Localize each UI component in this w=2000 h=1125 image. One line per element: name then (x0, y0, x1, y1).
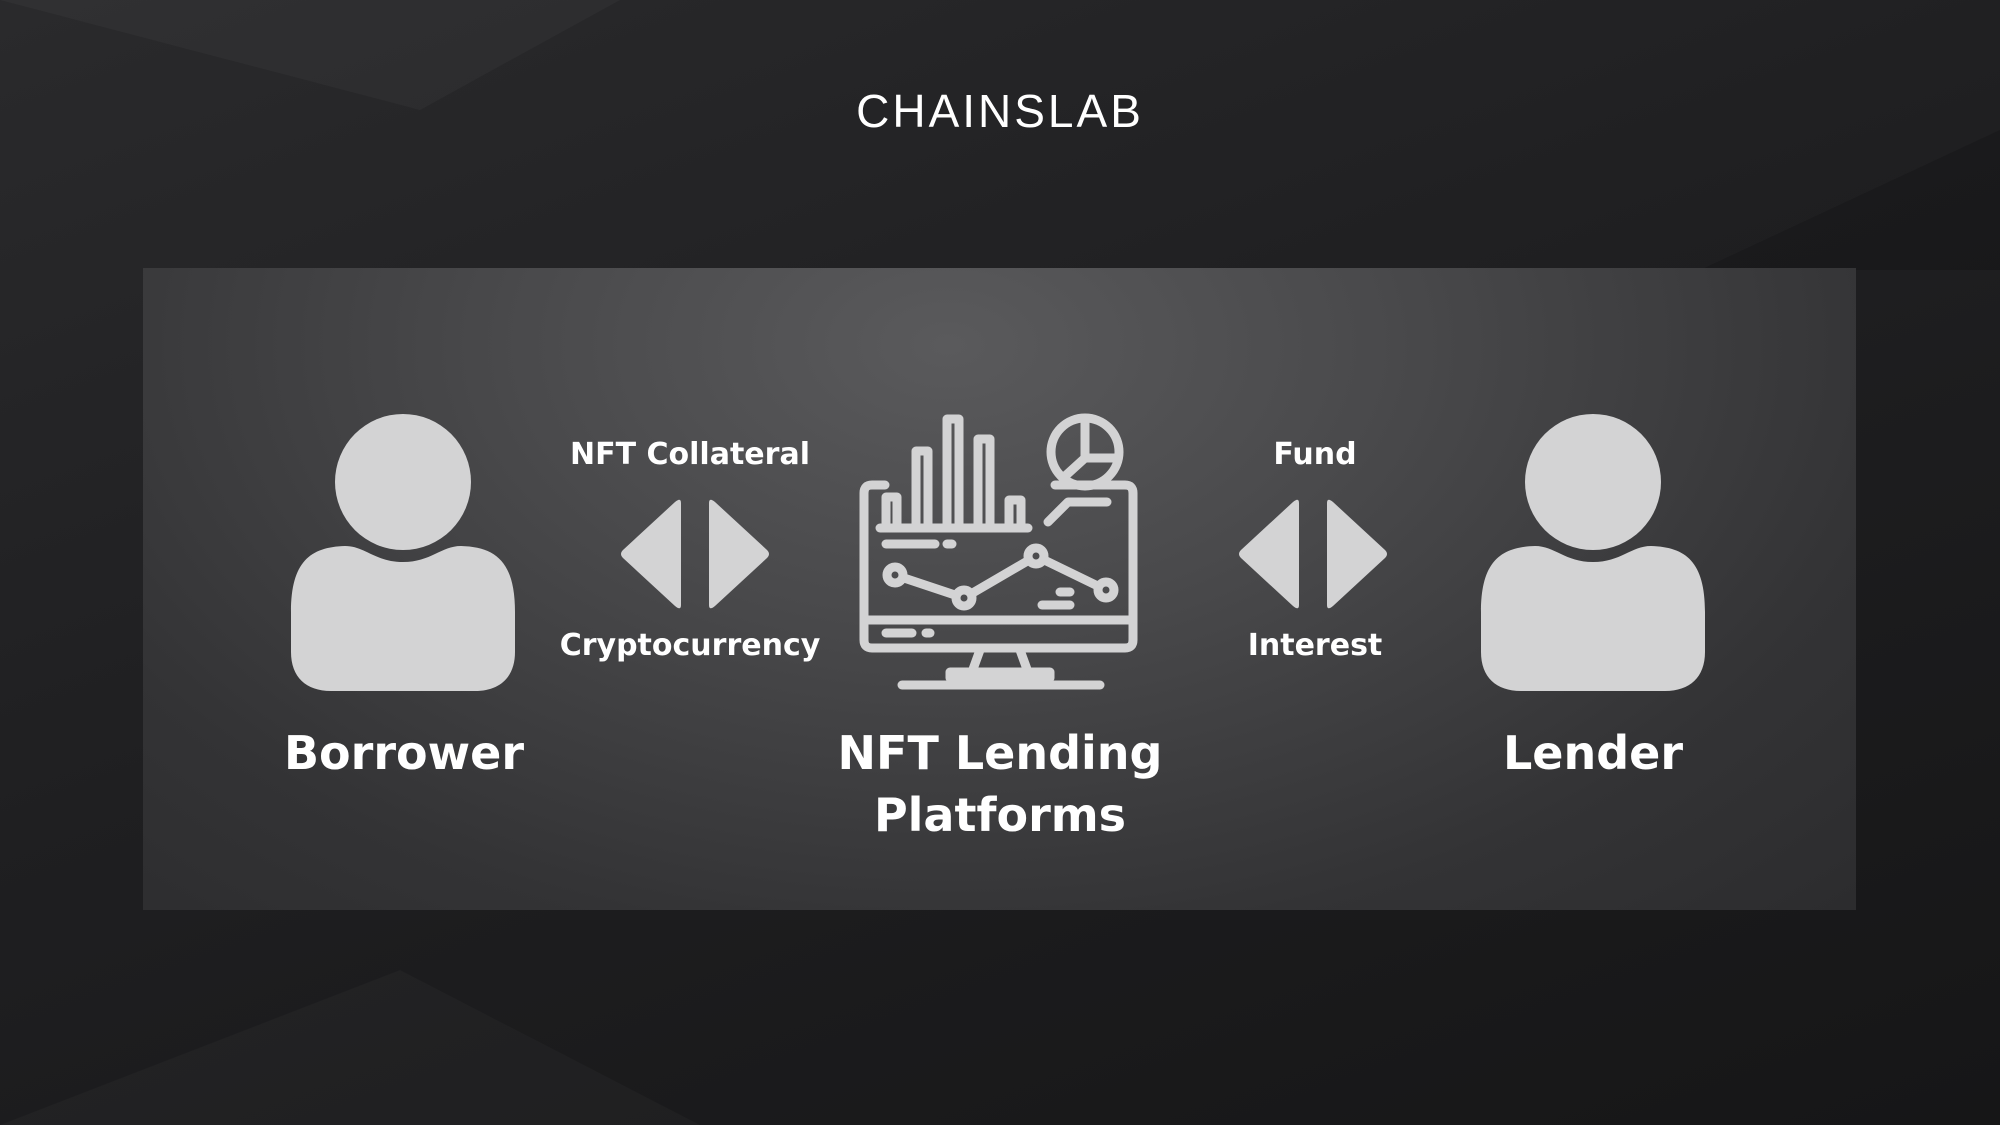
platform-label-line1: NFT Lending (837, 726, 1163, 780)
analytics-monitor-icon (859, 413, 1138, 690)
interest-label: Interest (1247, 628, 1383, 663)
lender-person-icon (1481, 414, 1705, 691)
nft-collateral-label: NFT Collateral (570, 437, 810, 472)
chainslab-logo: CHAINSLAB (856, 85, 1144, 137)
platform-label-line2: Platforms (873, 788, 1127, 842)
borrower-person-icon (291, 414, 515, 691)
exchange-arrows-icon (621, 499, 769, 609)
cryptocurrency-label: Cryptocurrency (559, 628, 821, 663)
borrower-label: Borrower (283, 726, 525, 780)
lender-label: Lender (1502, 726, 1684, 780)
exchange-arrows-icon (1239, 499, 1387, 609)
fund-label: Fund (1273, 437, 1357, 472)
